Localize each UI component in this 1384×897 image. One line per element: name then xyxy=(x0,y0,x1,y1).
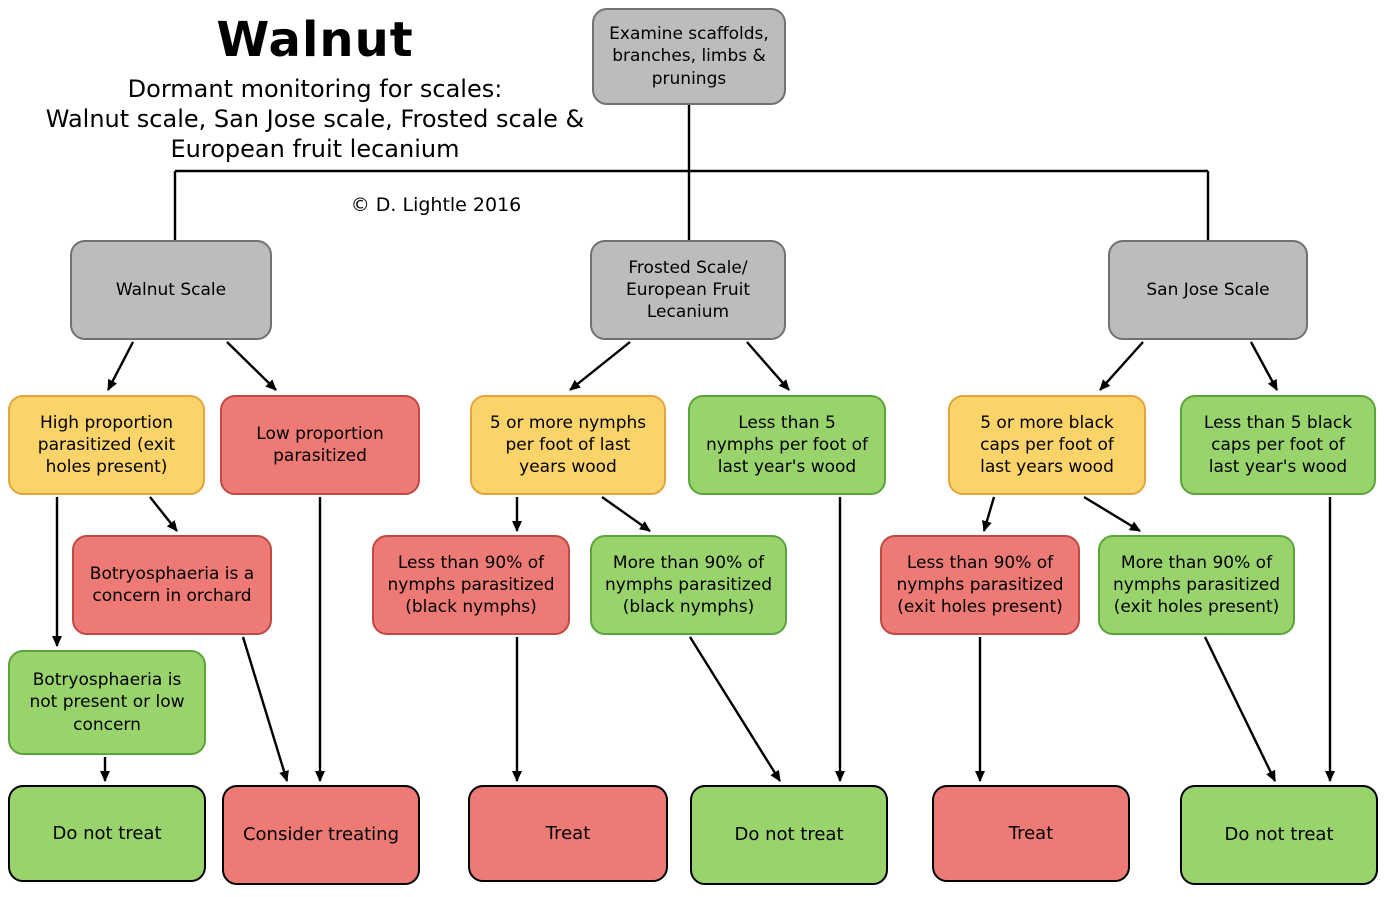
node-examine-scaffolds: Examine scaffolds, branches, limbs & pru… xyxy=(592,8,786,105)
subtitle-line-1: Dormant monitoring for scales: xyxy=(127,75,503,103)
node-more-90-parasitized-exit-holes: More than 90% of nymphs parasitized (exi… xyxy=(1098,535,1295,635)
node-more-90-parasitized-black-nymphs: More than 90% of nymphs parasitized (bla… xyxy=(590,535,787,635)
node-botryosphaeria-concern: Botryosphaeria is a concern in orchard xyxy=(72,535,272,635)
copyright-text: © D. Lightle 2016 xyxy=(350,194,522,216)
node-treat-san-jose: Treat xyxy=(932,785,1130,882)
edge-frosted-to-nymphs5plus xyxy=(569,341,631,391)
node-label: Less than 5 black caps per foot of last … xyxy=(1203,412,1353,478)
node-label: Frosted Scale/ European Fruit Lecanium xyxy=(625,257,751,323)
edge-nymphs5plus-to-more90 xyxy=(601,496,651,532)
subtitle-line-3: European fruit lecanium xyxy=(170,135,460,163)
node-label: Walnut Scale xyxy=(115,279,227,300)
node-label: Botryosphaeria is not present or low con… xyxy=(29,670,185,735)
node-label: Low proportion parasitized xyxy=(256,423,384,466)
node-botryosphaeria-not-present: Botryosphaeria is not present or low con… xyxy=(8,650,206,755)
node-less-90-parasitized-black-nymphs: Less than 90% of nymphs parasitized (bla… xyxy=(372,535,570,635)
node-treat-frosted: Treat xyxy=(468,785,668,882)
node-label: 5 or more black caps per foot of last ye… xyxy=(980,412,1114,478)
node-label: Treat xyxy=(545,822,591,844)
node-label: Consider treating xyxy=(242,824,400,846)
edge-highprop-to-botconcern xyxy=(149,496,178,532)
node-label: Treat xyxy=(1008,822,1054,844)
node-high-proportion-parasitized: High proportion parasitized (exit holes … xyxy=(8,395,205,495)
node-label: Examine scaffolds, branches, limbs & pru… xyxy=(609,24,769,89)
node-label: 5 or more nymphs per foot of last years … xyxy=(489,412,647,478)
edge-sanjose-to-caps5plus xyxy=(1099,341,1144,391)
node-label: More than 90% of nymphs parasitized (exi… xyxy=(1113,552,1280,618)
node-label: San Jose Scale xyxy=(1146,279,1270,300)
edge-botconcern-to-consider xyxy=(241,636,289,782)
edge-frosted-to-nymphsless5 xyxy=(746,341,790,391)
edge-walnut-to-lowprop xyxy=(226,341,277,391)
node-label: Less than 90% of nymphs parasitized (exi… xyxy=(896,552,1064,618)
node-less-than-5-black-caps: Less than 5 black caps per foot of last … xyxy=(1180,395,1376,495)
edge-sanjose-to-capsless5 xyxy=(1249,341,1279,391)
node-san-jose-scale: San Jose Scale xyxy=(1108,240,1308,340)
node-label: Botryosphaeria is a concern in orchard xyxy=(89,563,255,606)
node-do-not-treat-san-jose: Do not treat xyxy=(1180,785,1378,885)
node-5-or-more-nymphs: 5 or more nymphs per foot of last years … xyxy=(470,395,666,495)
edge-more90exit-to-dnt3 xyxy=(1203,636,1277,782)
node-label: Do not treat xyxy=(734,824,844,846)
node-label: Less than 5 nymphs per foot of last year… xyxy=(705,412,869,478)
subtitle-line-2: Walnut scale, San Jose scale, Frosted sc… xyxy=(45,105,585,133)
edge-more90black-to-dnt2 xyxy=(688,636,782,782)
node-less-than-5-nymphs: Less than 5 nymphs per foot of last year… xyxy=(688,395,886,495)
node-label: Less than 90% of nymphs parasitized (bla… xyxy=(387,552,555,618)
node-frosted-scale: Frosted Scale/ European Fruit Lecanium xyxy=(590,240,786,340)
node-label: Do not treat xyxy=(52,822,162,844)
node-consider-treating: Consider treating xyxy=(222,785,420,885)
node-do-not-treat-frosted: Do not treat xyxy=(690,785,888,885)
node-do-not-treat-walnut: Do not treat xyxy=(8,785,206,882)
edge-caps5plus-to-more90 xyxy=(1083,495,1141,533)
node-label: Do not treat xyxy=(1224,824,1334,846)
node-low-proportion-parasitized: Low proportion parasitized xyxy=(220,395,420,495)
node-label: More than 90% of nymphs parasitized (bla… xyxy=(605,552,772,618)
node-5-or-more-black-caps: 5 or more black caps per foot of last ye… xyxy=(948,395,1146,495)
edge-walnut-to-highprop xyxy=(106,341,135,391)
node-less-90-parasitized-exit-holes: Less than 90% of nymphs parasitized (exi… xyxy=(880,535,1080,635)
node-label: High proportion parasitized (exit holes … xyxy=(37,412,176,478)
page-title: Walnut xyxy=(216,12,414,68)
node-walnut-scale: Walnut Scale xyxy=(70,240,272,340)
header: Walnut Dormant monitoring for scales: Wa… xyxy=(0,12,630,164)
edge-caps5plus-to-less90 xyxy=(982,496,996,532)
